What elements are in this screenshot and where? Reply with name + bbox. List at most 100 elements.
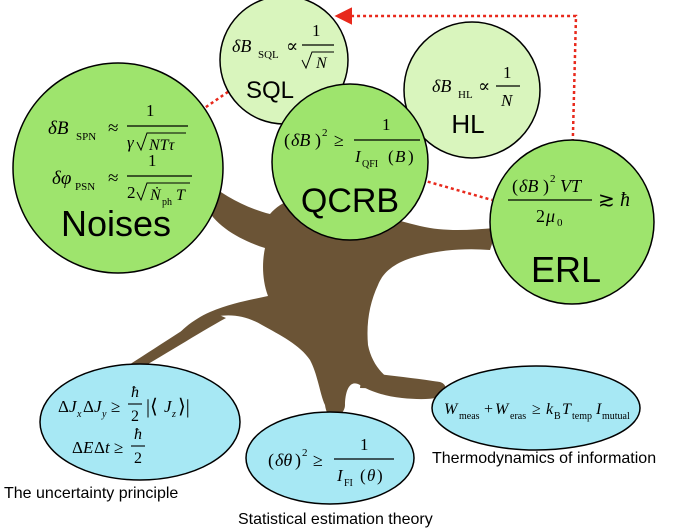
qcrb-formula: ( δB ) 2 ≥ 1 I QFI ( B ) [284,115,420,170]
svg-text:SQL: SQL [258,49,279,61]
svg-text:meas: meas [459,411,480,422]
svg-text:1: 1 [382,115,391,134]
uncertainty-formula-2: Δ E Δ t ≥ ħ 2 [72,426,145,467]
noises-formula-psn: δφ PSN ≈ 1 2 Ṅ ph T [52,151,192,208]
svg-text:Ṅ: Ṅ [149,186,162,204]
svg-text:2: 2 [131,408,139,425]
svg-text:(: ( [388,147,394,166]
tree-trunk [170,180,495,418]
svg-text:δB: δB [291,130,310,150]
svg-text:≈: ≈ [108,168,118,189]
svg-text:Δ: Δ [58,397,69,416]
estimation-ellipse: ( δθ ) 2 ≥ 1 I FI ( θ ) [245,411,415,505]
svg-text:B: B [395,147,406,166]
svg-text:≈: ≈ [108,118,118,139]
svg-text:δB: δB [432,76,451,96]
svg-text:): ) [377,466,383,485]
svg-text:≥: ≥ [313,450,323,470]
svg-text:x: x [76,409,82,420]
hl-circle: δB HL ∝ 1 N HL [403,21,541,159]
svg-text:NTτ: NTτ [148,137,176,154]
svg-text:): ) [408,147,414,166]
tree-branch-right-lower [360,372,446,393]
svg-text:y: y [101,409,107,420]
svg-text:mutual: mutual [602,411,630,422]
caption-uncertainty: The uncertainty principle [4,485,178,502]
svg-text:∝: ∝ [286,36,298,56]
svg-text:k: k [546,401,554,418]
erl-formula: ( δB ) 2 VT 2 μ 0 ≳ ħ [508,173,630,229]
svg-text:E: E [82,438,94,457]
svg-text:≥: ≥ [532,401,541,418]
connector-qcrb-erl [421,178,493,202]
svg-text:1: 1 [148,151,157,170]
caption-estimation: Statistical estimation theory [238,511,433,528]
svg-text:W: W [495,401,510,418]
svg-text:≥: ≥ [334,130,344,150]
svg-text:(: ( [268,450,274,471]
svg-text:): ) [543,176,549,197]
svg-text:I: I [336,466,344,485]
erl-title: ERL [531,249,601,290]
svg-text:≳: ≳ [598,189,615,211]
svg-text:I: I [354,147,362,166]
svg-text:(: ( [360,466,366,485]
svg-text:SPN: SPN [76,131,96,143]
svg-text:FI: FI [344,478,353,489]
noises-circle: δB SPN ≈ 1 γ NTτ δφ PSN ≈ 1 2 Ṅ ph T Noi… [12,62,224,274]
svg-text:|⟨: |⟨ [146,396,158,418]
svg-text:J: J [94,397,103,416]
svg-text:δB: δB [48,118,69,139]
svg-text:ħ: ħ [134,426,142,443]
noises-formula-spn: δB SPN ≈ 1 γ NTτ [48,101,188,154]
thermo-formula: W meas + W eras ≥ k B T temp I mutual [444,401,630,422]
qcrb-circle: ( δB ) 2 ≥ 1 I QFI ( B ) QCRB [271,83,429,241]
uncertainty-formula-1: Δ J x Δ J y ≥ ħ 2 |⟨ J z ⟩| [58,384,190,425]
svg-text:N: N [500,91,514,110]
svg-text:2: 2 [302,447,308,459]
svg-text:VT: VT [560,176,583,196]
svg-text:ħ: ħ [131,384,139,401]
uncertainty-ellipse: Δ J x Δ J y ≥ ħ 2 |⟨ J z ⟩| Δ E Δ t ≥ ħ … [39,363,241,481]
svg-text:z: z [171,409,176,420]
svg-text:I: I [595,401,602,418]
svg-text:PSN: PSN [75,181,95,193]
svg-text:1: 1 [360,435,369,454]
svg-text:t: t [105,438,111,457]
svg-text:δφ: δφ [52,168,71,189]
svg-text:2: 2 [127,183,136,202]
svg-text:HL: HL [458,89,473,101]
svg-text:W: W [444,401,459,418]
svg-text:1: 1 [312,21,321,40]
svg-text:Δ: Δ [83,397,94,416]
svg-text:2: 2 [322,127,328,139]
svg-text:2: 2 [536,206,545,226]
svg-text:temp: temp [572,411,592,422]
erl-circle: ( δB ) 2 VT 2 μ 0 ≳ ħ ERL [489,139,655,305]
svg-text:): ) [315,130,321,151]
svg-text:Δ: Δ [72,438,83,457]
svg-text:0: 0 [557,217,563,229]
svg-text:∝: ∝ [478,76,490,96]
svg-text:+: + [484,401,493,418]
svg-text:J: J [69,397,78,416]
sql-formula: δB SQL ∝ 1 N [232,21,334,72]
svg-text:ph: ph [162,197,172,208]
sql-title: SQL [246,77,294,104]
svg-text:⟩|: ⟩| [178,396,190,418]
svg-text:ħ: ħ [620,189,630,211]
svg-text:2: 2 [134,450,142,467]
svg-text:θ: θ [367,466,375,485]
svg-text:Δ: Δ [94,438,105,457]
svg-text:γ: γ [127,133,135,152]
svg-text:N: N [315,55,328,72]
caption-thermo: Thermodynamics of information [432,450,656,467]
svg-text:≥: ≥ [111,397,120,416]
svg-text:2: 2 [550,173,556,185]
svg-text:): ) [295,450,301,471]
svg-text:1: 1 [503,63,512,82]
hl-formula: δB HL ∝ 1 N [432,63,520,110]
svg-text:T: T [176,187,186,204]
estimation-formula: ( δθ ) 2 ≥ 1 I FI ( θ ) [268,435,394,489]
